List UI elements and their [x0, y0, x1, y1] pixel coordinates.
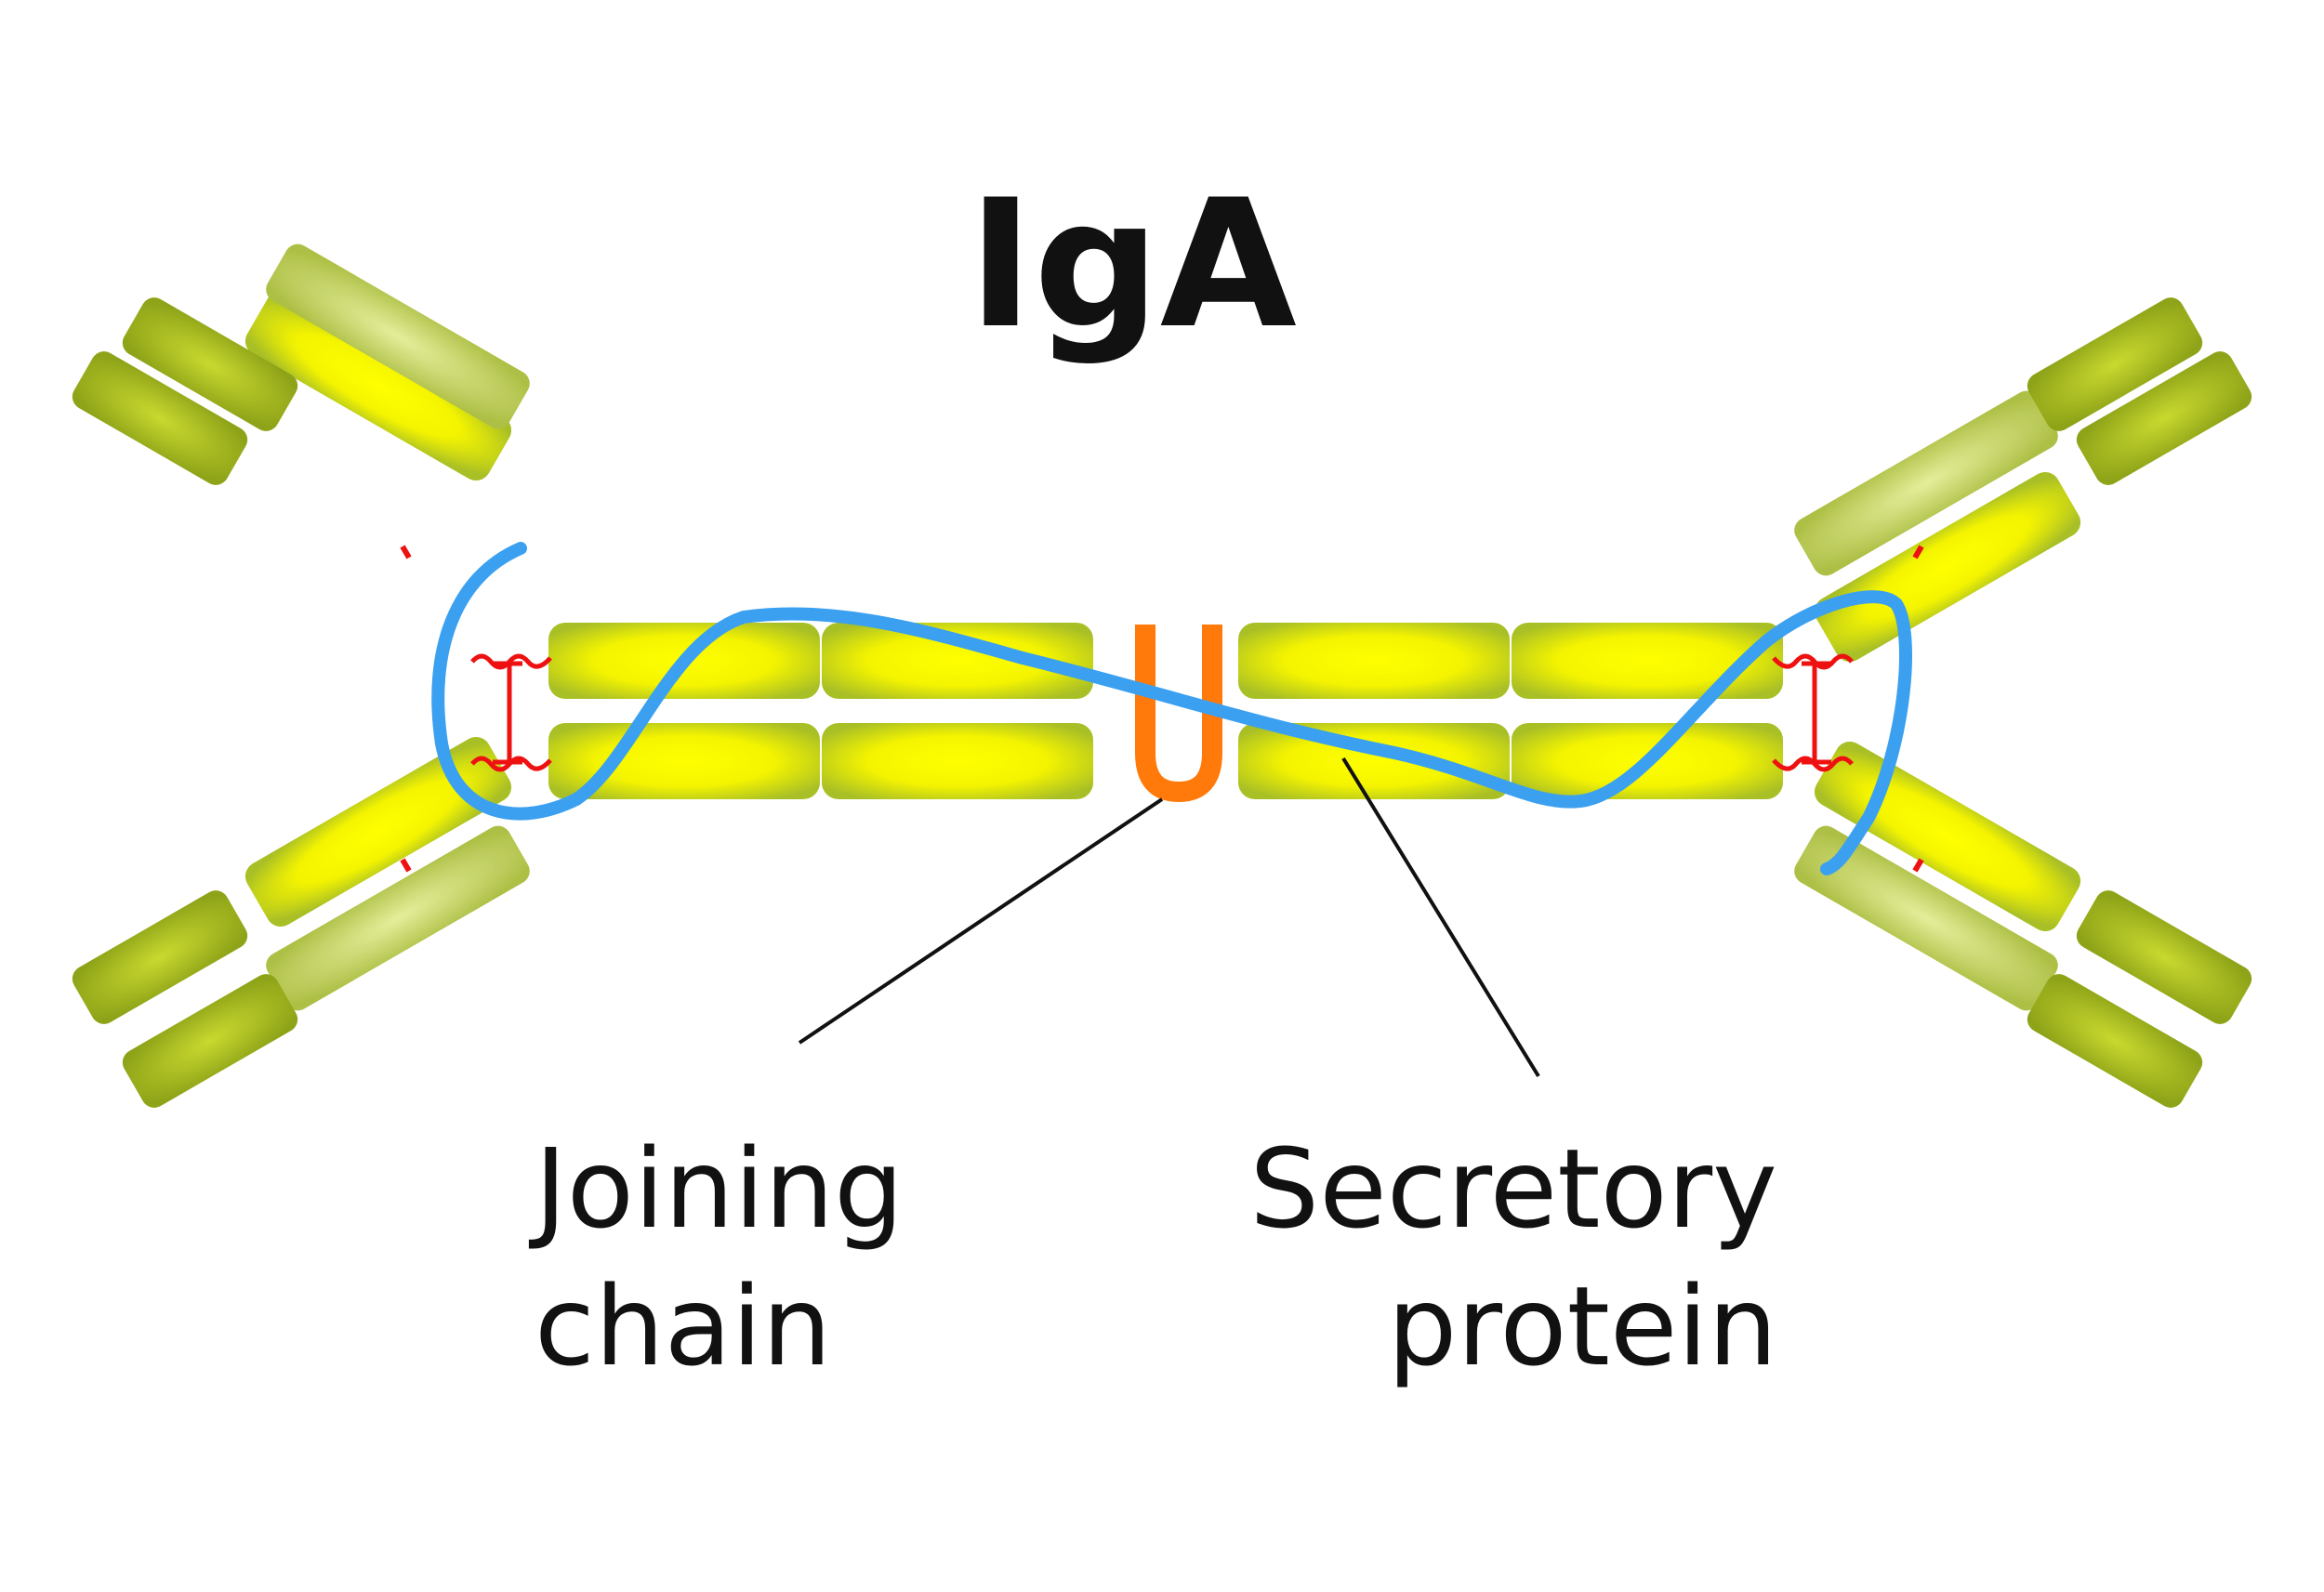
variable-domain [122, 297, 298, 431]
variable-domain [2076, 351, 2252, 485]
pale-domain [1794, 390, 2058, 576]
interchain-disulfide [1912, 545, 1924, 559]
interchain-disulfide [1912, 858, 1924, 873]
fc-domain [1512, 623, 1783, 699]
variable-domain [2027, 974, 2203, 1108]
diagram-title: IgA [968, 162, 1297, 367]
right-lower-fab-arm [1794, 741, 2252, 1108]
joining-chain-label-line1: Joining [528, 1125, 904, 1253]
pale-domain [1794, 825, 2058, 1011]
pale-domain [266, 825, 530, 1011]
fc-domain [822, 623, 1093, 699]
joining-chain [1135, 625, 1222, 802]
fc-domain [1238, 723, 1510, 799]
interchain-disulfide [400, 858, 412, 873]
right-hinge-disulfides [1772, 653, 1854, 772]
secretory-component [431, 542, 1912, 875]
right-upper-fab-arm [1794, 297, 2252, 663]
joining-chain-label-line2: chain [535, 1262, 832, 1390]
constant-domain-light [244, 290, 512, 481]
fc-domain [1238, 623, 1510, 699]
variable-domain [2027, 297, 2203, 431]
variable-domain [72, 890, 248, 1024]
constant-domain-light [244, 736, 512, 928]
secretory-protein-label-line2: protein [1388, 1262, 1777, 1390]
variable-domain [122, 974, 298, 1108]
pale-domain [266, 243, 530, 429]
left-lower-fab-arm [72, 736, 530, 1108]
constant-domain-light [1814, 471, 2081, 663]
fc-domain [822, 723, 1093, 799]
variable-domain [72, 351, 248, 485]
fc-domain [548, 723, 820, 799]
interchain-disulfide [400, 545, 412, 559]
joining-chain-leader-line [798, 797, 1164, 1045]
left-upper-fab-arm [72, 243, 530, 559]
secretory-protein-leader-line [1341, 757, 1540, 1078]
secretory-protein-label-line1: Secretory [1249, 1125, 1777, 1253]
left-hinge-disulfides [470, 653, 552, 772]
right-fc-region [1238, 623, 1783, 799]
variable-domain [2076, 890, 2252, 1024]
